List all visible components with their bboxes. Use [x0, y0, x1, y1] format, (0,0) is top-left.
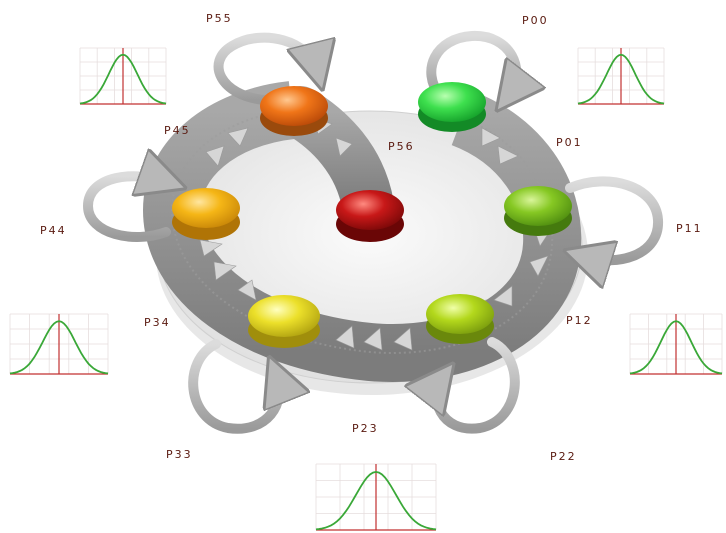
label-p45: P45 — [164, 124, 191, 137]
loop-p22 — [436, 337, 520, 434]
gaussian-curve — [629, 320, 723, 375]
state-disk-1 — [504, 186, 572, 236]
track-ring-edge — [170, 109, 554, 354]
label-p11: P11 — [676, 222, 703, 235]
gaussian-plot-0 — [79, 47, 167, 105]
gaussian-curve — [9, 320, 109, 375]
state-disk-final — [336, 190, 404, 242]
label-p00: P00 — [522, 14, 549, 27]
loop-p11 — [570, 176, 663, 260]
label-p56: P56 — [388, 140, 415, 153]
label-p44: P44 — [40, 224, 67, 237]
state-disk-0 — [418, 82, 486, 132]
label-p55: P55 — [206, 12, 233, 25]
label-p33: P33 — [166, 448, 193, 461]
loop-p00 — [426, 30, 516, 96]
label-p34: P34 — [144, 316, 171, 329]
gaussian-curve — [315, 470, 437, 531]
gaussian-plot-1 — [577, 47, 665, 105]
state-disk-2 — [426, 294, 494, 344]
self-loops — [82, 30, 663, 434]
emission-plots — [9, 47, 723, 531]
state-disk-3 — [248, 295, 320, 348]
label-p01: P01 — [556, 136, 583, 149]
gaussian-plot-3 — [629, 313, 723, 375]
state-disk-4 — [172, 188, 240, 240]
label-p22: P22 — [550, 450, 577, 463]
gaussian-curve — [79, 53, 167, 105]
state-disk-5 — [260, 86, 328, 136]
transition-labels: P55 P00 P45 P01 P56 P44 P11 P34 P12 P23 … — [40, 12, 703, 463]
loop-p44 — [82, 176, 168, 242]
loop-p33 — [188, 339, 279, 434]
label-p23: P23 — [352, 422, 379, 435]
loop-p55 — [213, 32, 318, 105]
gaussian-plot-2 — [9, 313, 109, 375]
gaussian-curve — [577, 53, 665, 105]
label-p12: P12 — [566, 314, 593, 327]
gaussian-plot-4 — [315, 463, 437, 531]
state-disks — [172, 82, 572, 348]
